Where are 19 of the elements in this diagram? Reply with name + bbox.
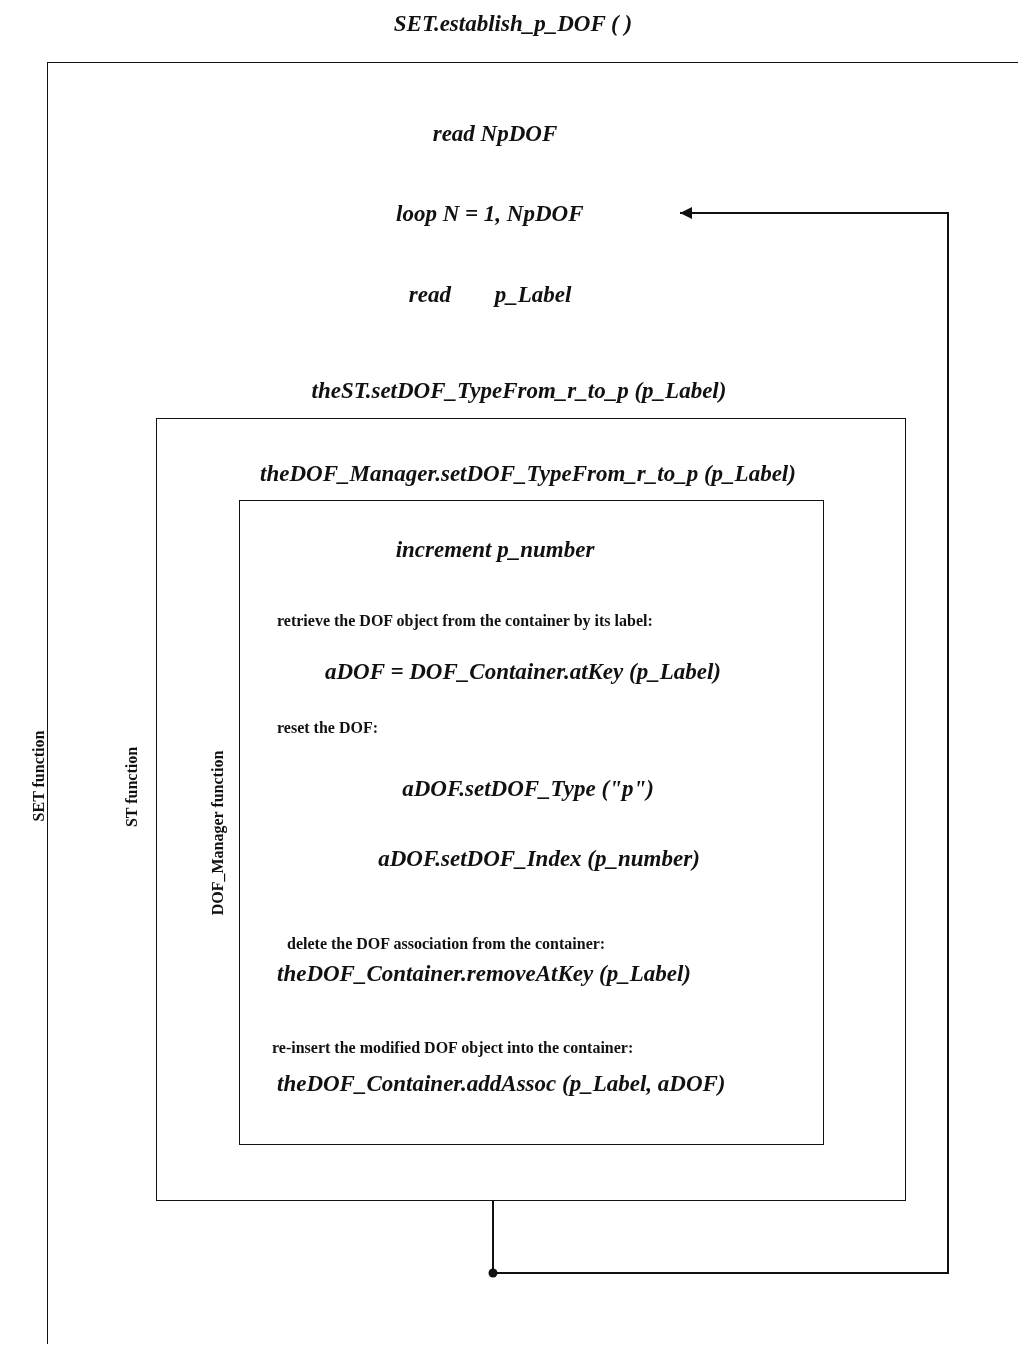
loop-statement-text: loop N = 1, NpDOF bbox=[396, 201, 584, 227]
comment-text: delete the DOF association from the container: bbox=[287, 935, 606, 953]
statement: read NpDOF bbox=[432, 121, 558, 147]
statement: aDOF = DOF_Container.atKey (p_Label) bbox=[325, 659, 721, 685]
statement: theDOF_Container.removeAtKey (p_Label) bbox=[277, 961, 691, 987]
statement: aDOF.setDOF_Index (p_number) bbox=[378, 846, 700, 872]
statement: aDOF.setDOF_Type ("p") bbox=[402, 776, 654, 802]
frame-label: DOF_Manager function bbox=[209, 750, 227, 916]
call-heading: SET.establish_p_DOF ( ) bbox=[393, 11, 633, 37]
frame-label: ST function bbox=[123, 746, 141, 828]
comment-text: re-insert the modified DOF object into the container: bbox=[272, 1039, 634, 1057]
comment-text: reset the DOF: bbox=[277, 719, 378, 737]
frame-label: SET function bbox=[30, 730, 48, 822]
statement: theDOF_Container.addAssoc (p_Label, aDOF) bbox=[277, 1071, 726, 1097]
statement: read p_Label bbox=[408, 282, 572, 308]
call-heading: theDOF_Manager.setDOF_TypeFrom_r_to_p (p_Label) bbox=[260, 461, 796, 487]
call-heading: theST.setDOF_TypeFrom_r_to_p (p_Label) bbox=[311, 378, 727, 404]
comment-text: retrieve the DOF object from the container by its label: bbox=[277, 612, 653, 630]
statement: increment p_number bbox=[395, 537, 595, 563]
